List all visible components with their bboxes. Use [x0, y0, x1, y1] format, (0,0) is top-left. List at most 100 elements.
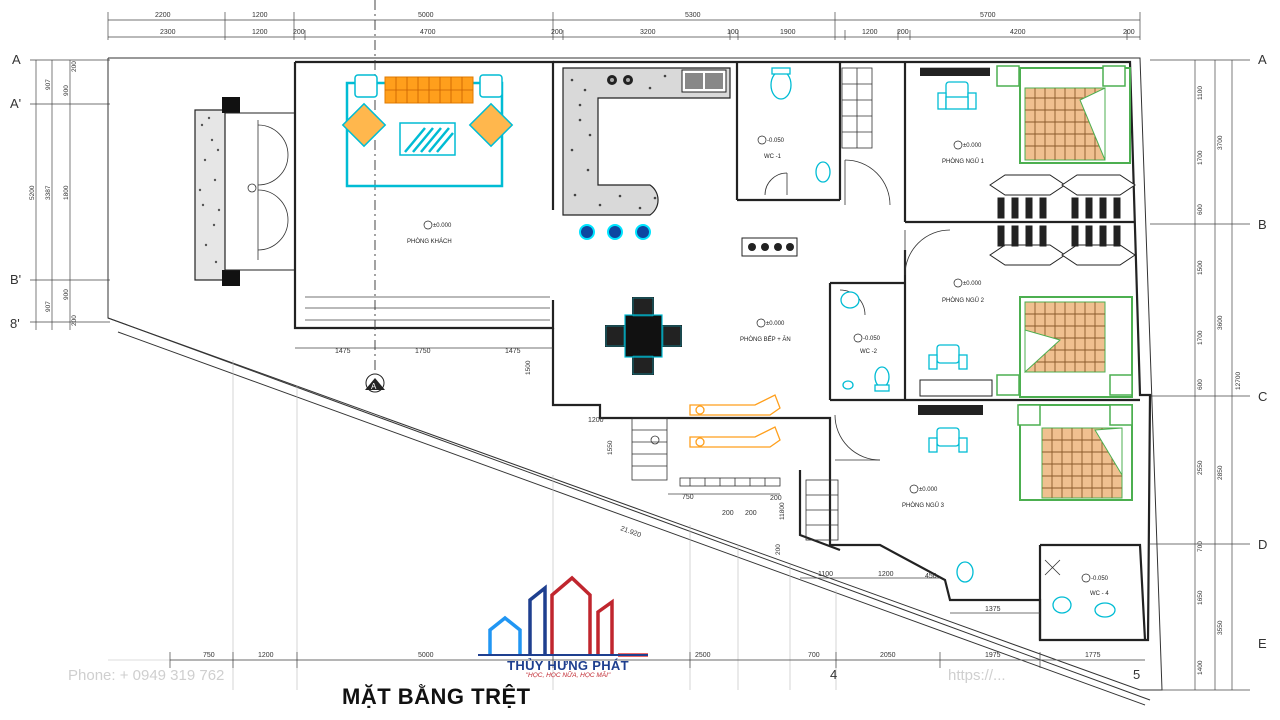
- axis-bottom-5: 5: [1133, 667, 1140, 682]
- top-dimension-lines: [107, 12, 1141, 40]
- brand-logo-graphic: [478, 575, 648, 657]
- dim-left-2: 900: [63, 85, 70, 96]
- site-boundary: [107, 57, 1163, 706]
- bed1-name: PHÒNG NGỦ 1: [942, 158, 985, 165]
- wc4-name: WC - 4: [1090, 591, 1109, 597]
- dim-bottom-5: 700: [808, 652, 820, 659]
- label-bed1: ±0.000 PHÒNG NGỦ 1: [942, 140, 985, 165]
- dining-table: [605, 297, 682, 375]
- dim-right-in-2: 1700: [1197, 150, 1204, 165]
- dim-int-8: 200: [722, 510, 734, 517]
- bed3-furniture: [805, 404, 1133, 583]
- dim-int-14: 450: [925, 573, 937, 580]
- site-grid-lines: [108, 360, 1145, 690]
- dim-left-5: 900: [63, 289, 70, 300]
- dim-top-2-b: 1200: [252, 29, 268, 36]
- building-walls: [293, 60, 1152, 642]
- brand-name: THỦY HƯNG PHÁT: [507, 658, 629, 673]
- dim-left-1: 907: [45, 79, 52, 90]
- dim-right-mid-4: 3550: [1217, 620, 1224, 635]
- wc1-name: WC -1: [764, 154, 782, 160]
- watermark-site: https://...: [948, 667, 1006, 684]
- top-dimension-text-1: 2200 1200 5000 5300 5700: [155, 12, 996, 19]
- dim-right-in-4: 1500: [1197, 260, 1204, 275]
- dim-left-3: 3387: [45, 185, 52, 200]
- dim-bottom-8: 1775: [1085, 652, 1101, 659]
- dim-left-4: 1800: [63, 185, 70, 200]
- bed1-level: ±0.000: [963, 143, 982, 149]
- dim-left-6: 907: [45, 301, 52, 312]
- kitchen-name: PHÒNG BẾP + ĂN: [740, 336, 791, 343]
- dim-top-2-d: 4700: [420, 29, 436, 36]
- label-bed3: ±0.000 PHÒNG NGỦ 3: [902, 484, 945, 509]
- dim-int-15: 1375: [985, 606, 1001, 613]
- brand-slogan: "HỌC, HỌC NỮA, HỌC MÃI": [525, 672, 611, 679]
- dim-left-outer: 5200: [29, 185, 36, 200]
- dim-top-2-e: 200: [551, 29, 563, 36]
- living-level: ±0.000: [433, 223, 452, 229]
- dim-left-small-2: 200: [71, 315, 78, 326]
- dim-int-16: 200: [775, 544, 782, 555]
- dim-top-2-a: 2300: [160, 29, 176, 36]
- dim-int-12: 1100: [818, 571, 833, 578]
- label-wc2: -0.050 WC -2: [853, 333, 881, 355]
- axis-right-d: D: [1258, 537, 1267, 552]
- dim-top-2-l: 200: [1123, 29, 1135, 36]
- dim-int-4: 1500: [525, 360, 532, 375]
- axis-right-a: A: [1258, 52, 1267, 67]
- axis-bottom-4: 4: [830, 667, 837, 682]
- bed1-furniture: [920, 65, 1131, 164]
- bottom-dimension-lines: [169, 652, 1145, 668]
- wardrobes-center: [989, 174, 1136, 266]
- dim-top-2-i: 1200: [862, 29, 878, 36]
- wc4-level: -0.050: [1091, 576, 1109, 582]
- axis-left-a-prime: A': [10, 96, 21, 111]
- axis-right-b: B: [1258, 217, 1267, 232]
- wc1-level: -0.050: [767, 138, 785, 144]
- dim-right-in-10: 1400: [1197, 660, 1204, 675]
- label-kitchen: ±0.000 PHÒNG BẾP + ĂN: [740, 318, 791, 343]
- bed2-furniture: [919, 296, 1133, 398]
- right-dimension-text: 12700 3700 3600 2850 3550 1100 1700 600 …: [1197, 86, 1242, 675]
- left-axis-labels: A A' B' 8': [10, 52, 21, 331]
- dim-top-1-a: 2200: [155, 12, 171, 19]
- dim-right-in-6: 600: [1197, 379, 1204, 390]
- wc1-door: [764, 172, 788, 196]
- dim-int-3: 1475: [505, 348, 521, 355]
- dim-right-mid-2: 3600: [1217, 315, 1224, 330]
- axis-right-c: C: [1258, 389, 1267, 404]
- dim-right-mid-3: 2850: [1217, 465, 1224, 480]
- dim-int-1: 1475: [335, 348, 351, 355]
- dim-top-1-b: 1200: [252, 12, 268, 19]
- dim-bottom-7: 1975: [985, 652, 1001, 659]
- wc4-fixtures: [1044, 559, 1116, 618]
- dim-right-in-8: 700: [1197, 541, 1204, 552]
- bottom-dimension-text: 750 1200 5000 2500 700 2050 1975 1775: [203, 652, 1101, 659]
- dim-bottom-4: 2500: [695, 652, 711, 659]
- dim-right-in-1: 1100: [1197, 86, 1204, 100]
- wc2-fixtures: [840, 291, 890, 392]
- dim-right-mid-1: 3700: [1217, 135, 1224, 150]
- top-dimension-text-2: 2300 1200 200 4700 200 3200 100 1900 120…: [160, 29, 1135, 36]
- kitchen-counter: [562, 67, 731, 216]
- room-labels: ±0.000 PHÒNG KHÁCH ±0.000 PHÒNG BẾP + ĂN…: [407, 135, 1109, 597]
- dim-int-6: 1550: [607, 440, 614, 455]
- dim-right-outer: 12700: [1235, 372, 1242, 390]
- living-name: PHÒNG KHÁCH: [407, 238, 452, 245]
- dim-right-in-7: 2550: [1197, 460, 1204, 475]
- dim-int-7: 750: [682, 494, 694, 501]
- wc2-name: WC -2: [860, 349, 878, 355]
- dim-top-1-c: 5000: [418, 12, 434, 19]
- right-dimension-lines: [1150, 59, 1250, 691]
- drawing-title: MẶT BẰNG TRỆT: [342, 684, 531, 709]
- wc1-fixtures: [770, 67, 831, 183]
- dim-right-in-9: 1650: [1197, 590, 1204, 605]
- dim-top-2-h: 1900: [780, 29, 796, 36]
- dim-bottom-6: 2050: [880, 652, 896, 659]
- bed3-name: PHÒNG NGỦ 3: [902, 502, 945, 509]
- watermark-phone: Phone: + 0949 319 762: [68, 667, 224, 684]
- dim-top-2-g: 100: [727, 29, 739, 36]
- bed2-name: PHÒNG NGỦ 2: [942, 297, 985, 304]
- bottom-axis-markers: 4 5: [830, 667, 1140, 682]
- dim-int-10: 200: [770, 495, 782, 502]
